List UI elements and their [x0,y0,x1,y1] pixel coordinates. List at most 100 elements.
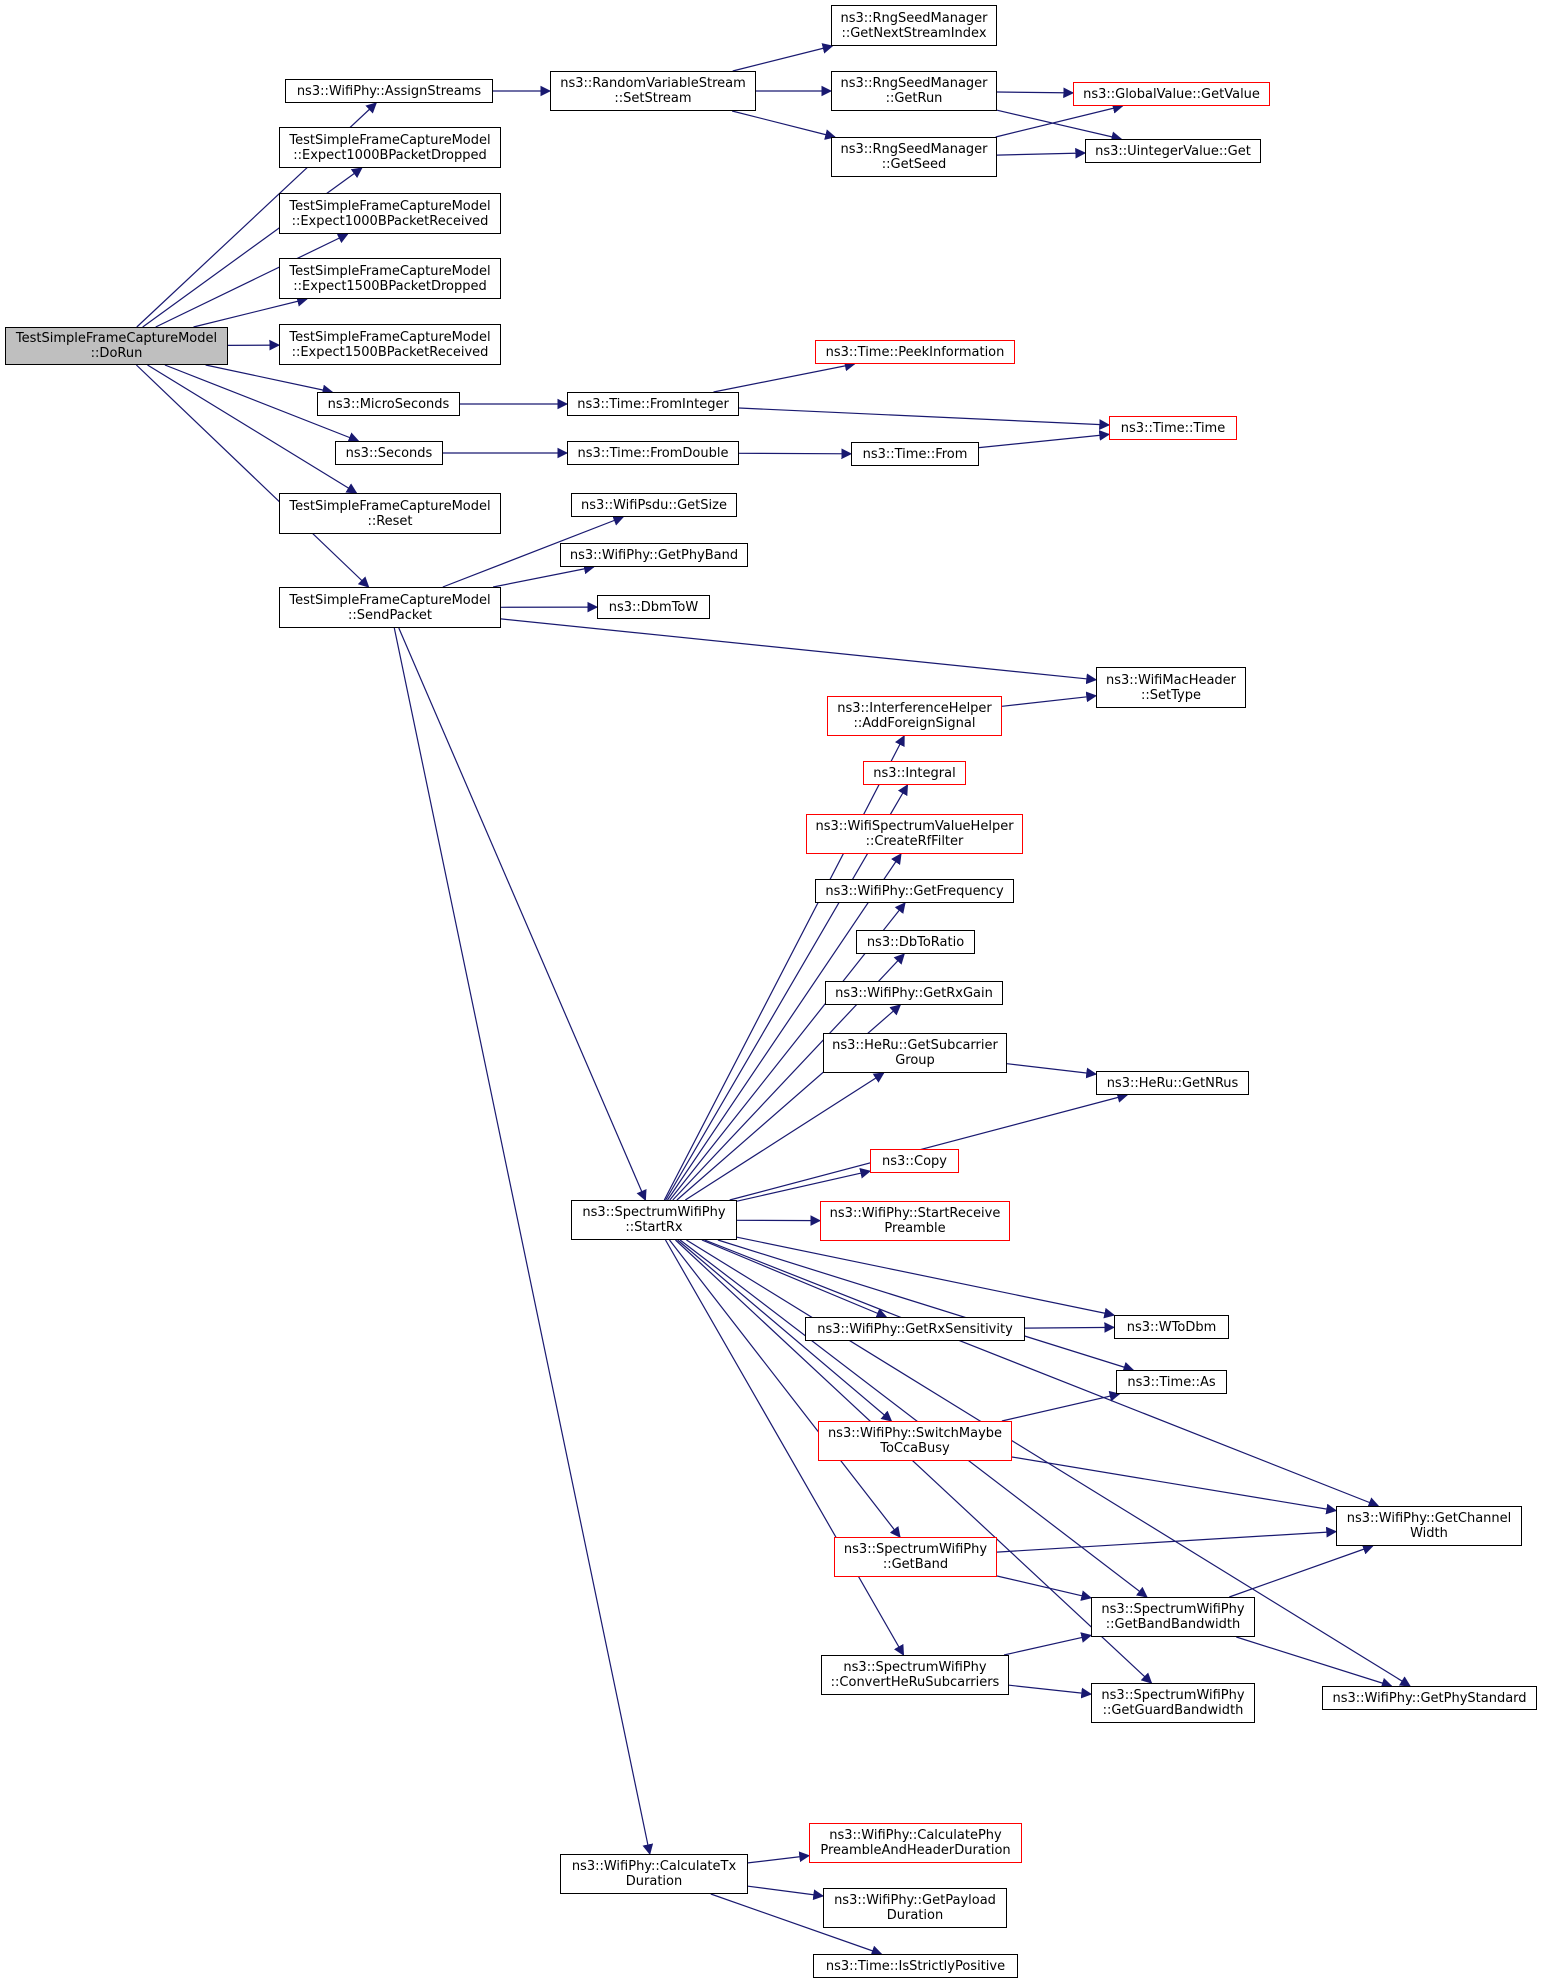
node-time-from-double[interactable]: ns3::Time::FromDouble [567,441,739,465]
node-time-from[interactable]: ns3::Time::From [851,442,979,466]
edge-startRx-to-getNRus [729,1092,1129,1201]
edge-switchMaybeToCcaBusy-to-timeAs [1001,1390,1121,1422]
edge-switchMaybeToCcaBusy-to-getChannelWidth [1011,1456,1338,1515]
edge-doRun-to-seconds [164,364,360,443]
node-convert-he-ru-subcarriers[interactable]: ns3::SpectrumWifiPhy::ConvertHeRuSubcarr… [821,1655,1009,1695]
node-get-rx-sensitivity[interactable]: ns3::WifiPhy::GetRxSensitivity [805,1317,1025,1341]
node-get-band-bandwidth[interactable]: ns3::SpectrumWifiPhy::GetBandBandwidth [1091,1597,1255,1637]
node-expect-1500b-packet-dropped[interactable]: TestSimpleFrameCaptureModel::Expect1500B… [279,258,501,299]
node-reset[interactable]: TestSimpleFrameCaptureModel::Reset [279,493,501,534]
node-time-peek-information[interactable]: ns3::Time::PeekInformation [815,340,1015,364]
edge-startRx-to-switchMaybeToCcaBusy [677,1239,893,1422]
node-expect-1000b-packet-dropped[interactable]: TestSimpleFrameCaptureModel::Expect1000B… [279,127,501,168]
edge-sendPacket-to-psduGetSize [442,515,625,588]
node-set-stream[interactable]: ns3::RandomVariableStream::SetStream [550,71,756,111]
node-get-phy-band[interactable]: ns3::WifiPhy::GetPhyBand [560,543,748,567]
edge-getBandBandwidth-to-getPhyStandard [1236,1636,1393,1689]
edge-startRx-to-copy [736,1167,872,1202]
edge-getSeed-to-uintegerGet [996,147,1087,159]
node-micro-seconds[interactable]: ns3::MicroSeconds [317,392,460,416]
edge-setStream-to-getSeed [731,110,836,140]
node-get-frequency[interactable]: ns3::WifiPhy::GetFrequency [815,879,1014,903]
edge-sendPacket-to-setType [500,618,1098,685]
edge-startRx-to-getBandBandwidth [679,1239,1148,1598]
edge-fromInteger-to-peekInformation [713,360,856,393]
node-time-from-integer[interactable]: ns3::Time::FromInteger [567,392,739,416]
node-copy[interactable]: ns3::Copy [870,1149,959,1173]
node-create-rf-filter[interactable]: ns3::WifiSpectrumValueHelper::CreateRfFi… [806,814,1023,854]
node-wifi-psdu-get-size[interactable]: ns3::WifiPsdu::GetSize [571,493,737,517]
node-get-run[interactable]: ns3::RngSeedManager::GetRun [831,71,997,111]
node-uinteger-value-get[interactable]: ns3::UintegerValue::Get [1085,139,1261,163]
edge-doRun-to-microSeconds [205,364,334,396]
edge-convertHeRuSubcarriers-to-getGuardBandwidth [1008,1684,1093,1699]
edge-doRun-to-expect1000Received [155,233,349,328]
edge-sendPacket-to-calculateTxDuration [393,627,654,1856]
node-send-packet[interactable]: TestSimpleFrameCaptureModel::SendPacket [279,587,501,628]
node-get-guard-bandwidth[interactable]: ns3::SpectrumWifiPhy::GetGuardBandwidth [1091,1683,1255,1723]
node-time-time[interactable]: ns3::Time::Time [1109,416,1237,440]
edge-startRx-to-timeAs [717,1239,1135,1373]
edge-getRun-to-uintegerGet [996,109,1123,143]
edge-getBand-to-getBandBandwidth [996,1575,1093,1601]
node-expect-1500b-packet-received[interactable]: TestSimpleFrameCaptureModel::Expect1500B… [279,324,501,365]
node-get-rx-gain[interactable]: ns3::WifiPhy::GetRxGain [825,981,1003,1005]
node-wifi-mac-header-set-type[interactable]: ns3::WifiMacHeader::SetType [1096,667,1246,708]
node-get-band[interactable]: ns3::SpectrumWifiPhy::GetBand [834,1537,997,1577]
edge-fromDouble-to-timeFrom [738,448,853,460]
node-get-next-stream-index[interactable]: ns3::RngSeedManager::GetNextStreamIndex [831,5,997,46]
edge-startRx-to-getBand [669,1239,901,1538]
node-seconds[interactable]: ns3::Seconds [335,441,443,465]
edge-calculateTxDuration-to-getPayloadDuration [747,1885,825,1901]
edge-fromInteger-to-timeTime [738,407,1111,430]
node-dorun: TestSimpleFrameCaptureModel::DoRun [5,327,228,365]
edge-startRx-to-addForeignSignal [663,735,905,1201]
node-assign-streams[interactable]: ns3::WifiPhy::AssignStreams [285,79,493,103]
node-global-value-get-value[interactable]: ns3::GlobalValue::GetValue [1073,82,1270,106]
node-time-as[interactable]: ns3::Time::As [1116,1370,1227,1394]
edge-addForeignSignal-to-setType [1001,691,1098,707]
node-get-seed[interactable]: ns3::RngSeedManager::GetSeed [831,137,997,177]
node-integral[interactable]: ns3::Integral [863,761,966,785]
node-spectrum-wifi-phy-start-rx[interactable]: ns3::SpectrumWifiPhy::StartRx [571,1200,737,1240]
edge-startRx-to-createRfFilter [667,853,902,1201]
edge-sendPacket-to-getPhyBand [492,563,595,588]
node-db-to-ratio[interactable]: ns3::DbToRatio [856,930,975,954]
edge-startRx-to-getChannelWidth [704,1239,1380,1508]
edge-doRun-to-sendPacket [135,364,370,588]
edge-doRun-to-expect1000Dropped [142,167,363,328]
edge-startRx-to-wToDbm [736,1236,1116,1319]
edge-doRun-to-expect1500Dropped [193,296,308,328]
node-get-n-rus[interactable]: ns3::HeRu::GetNRus [1096,1071,1249,1095]
edge-calculateTxDuration-to-calcPreambleHeader [747,1851,811,1864]
edge-startRx-to-integral [665,784,909,1201]
edge-calculateTxDuration-to-isStrictlyPositive [710,1893,883,1956]
edge-getBandBandwidth-to-getChannelWidth [1229,1544,1374,1598]
node-add-foreign-signal[interactable]: ns3::InterferenceHelper::AddForeignSigna… [827,696,1002,736]
edge-getSubcarrierGroup-to-getNRus [1006,1063,1098,1079]
edge-getBand-to-getChannelWidth [996,1526,1338,1553]
edge-startRx-to-getGuardBandwidth [675,1239,1153,1684]
node-is-strictly-positive[interactable]: ns3::Time::IsStrictlyPositive [813,1954,1018,1978]
node-get-phy-standard[interactable]: ns3::WifiPhy::GetPhyStandard [1322,1686,1537,1710]
edge-convertHeRuSubcarriers-to-getBandBandwidth [1003,1632,1093,1656]
edge-startRx-to-getSubcarrierGroup [684,1072,885,1201]
edge-startRx-to-getRxSensitivity [701,1239,888,1319]
node-expect-1000b-packet-received[interactable]: TestSimpleFrameCaptureModel::Expect1000B… [279,193,501,234]
node-dbm-to-w[interactable]: ns3::DbmToW [597,595,710,619]
node-w-to-dbm[interactable]: ns3::WToDbm [1114,1315,1229,1339]
edge-getRun-to-globalGetValue [996,87,1075,99]
edge-getRxSensitivity-to-wToDbm [1024,1322,1116,1333]
edge-doRun-to-reset [147,364,358,494]
edge-startRx-to-getPhyStandard [686,1239,1411,1687]
edge-timeFrom-to-timeTime [978,430,1111,449]
